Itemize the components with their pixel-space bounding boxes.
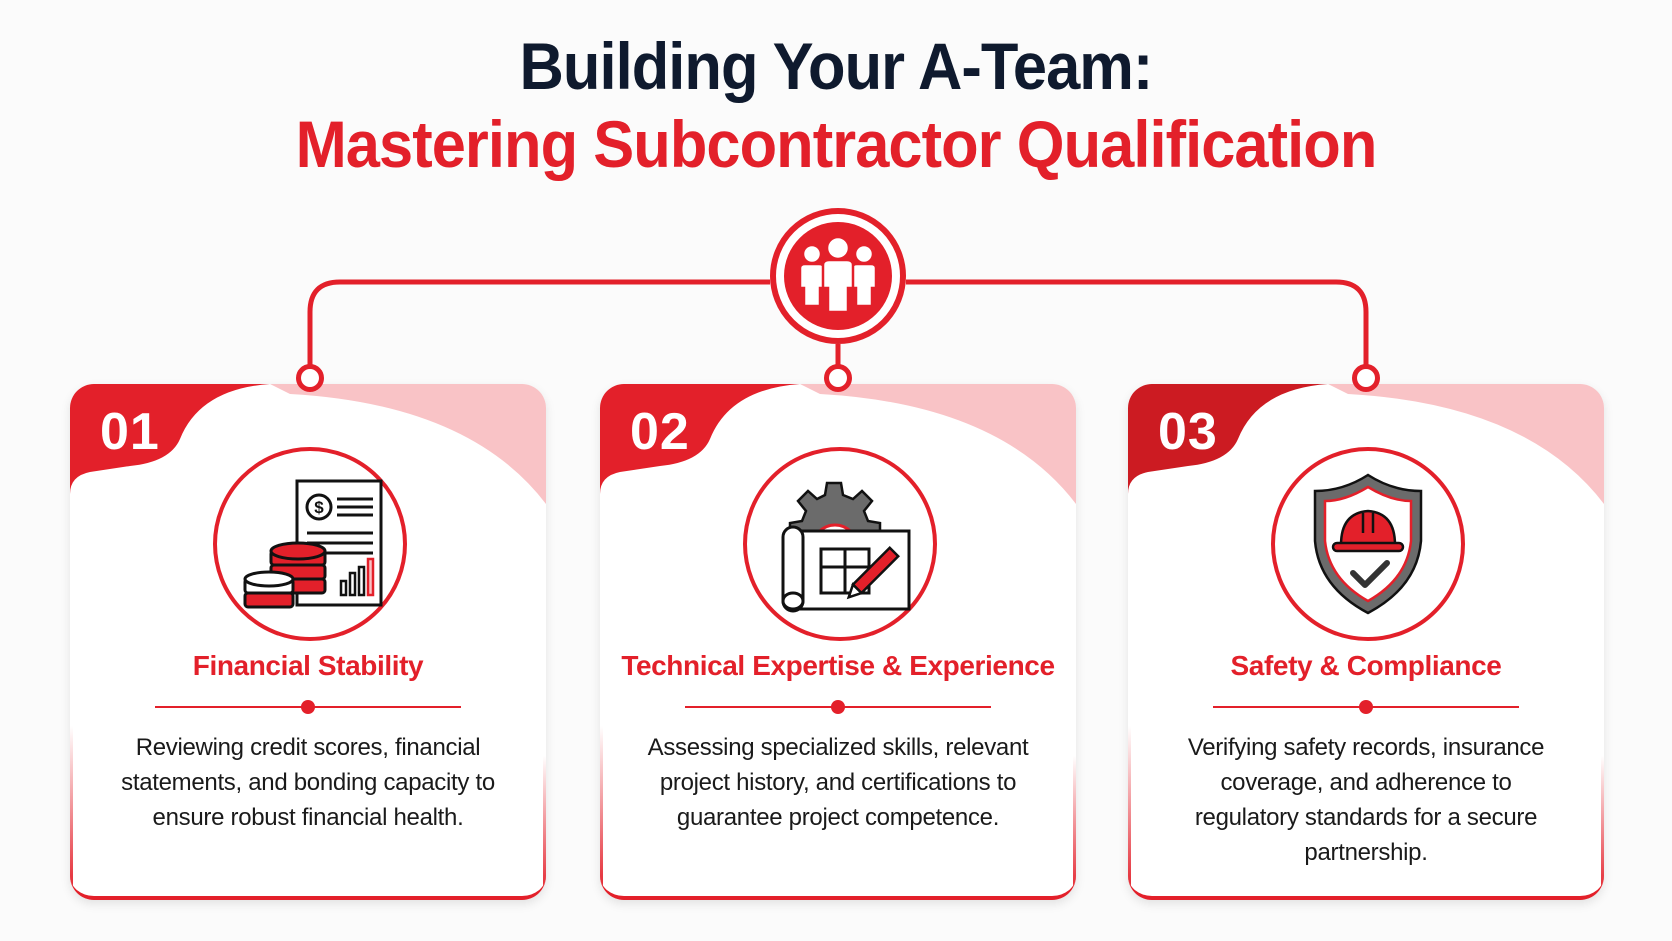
card-edge-accent [70, 726, 73, 896]
card-header-swoosh [1128, 384, 1604, 504]
card-safety-compliance: 03 Safety & Compliance Verifying safety … [1128, 384, 1604, 900]
team-hub [770, 208, 906, 344]
divider [1213, 700, 1519, 714]
card-description: Reviewing credit scores, financial state… [121, 734, 495, 831]
team-icon [798, 236, 878, 314]
svg-text:$: $ [314, 498, 324, 517]
gear-blueprint-pencil-icon [781, 481, 911, 613]
card-technical-expertise: 02 Technical Expertise & Experience Asse… [600, 384, 1076, 900]
card-header-swoosh [70, 384, 546, 504]
icon-ring: $ [213, 447, 407, 641]
page-subtitle: Mastering Subcontractor Qualification [295, 107, 1378, 181]
connector-node [296, 364, 324, 392]
card-description: Verifying safety records, insurance cove… [1187, 734, 1545, 866]
icon-ring [1271, 447, 1465, 641]
divider-dot [301, 700, 315, 714]
card-title: Technical Expertise & Experience [621, 650, 1055, 681]
card-edge-accent [543, 756, 546, 896]
card-financial-stability: 01 $ Financial [70, 384, 546, 900]
divider [155, 700, 461, 714]
card-description: Assessing specialized skills, relevant p… [647, 734, 1029, 831]
card-title: Financial Stability [192, 650, 424, 681]
card-edge-accent [1128, 726, 1131, 896]
card-edge-accent [600, 726, 603, 896]
divider-dot [831, 700, 845, 714]
divider [685, 700, 991, 714]
step-number: 02 [630, 403, 690, 461]
connector-node [1352, 364, 1380, 392]
card-edge-accent [1073, 756, 1076, 896]
shield-hardhat-check-icon [1313, 473, 1423, 615]
card-header-swoosh [600, 384, 1076, 504]
divider-dot [1359, 700, 1373, 714]
connector-node [824, 364, 852, 392]
step-number: 01 [100, 403, 160, 461]
page-title: Building Your A-Team: [519, 29, 1154, 103]
card-edge-accent [1601, 756, 1604, 896]
financial-document-coins-icon: $ [243, 479, 383, 609]
icon-ring [743, 447, 937, 641]
step-number: 03 [1158, 403, 1218, 461]
card-title: Safety & Compliance [1230, 650, 1502, 681]
